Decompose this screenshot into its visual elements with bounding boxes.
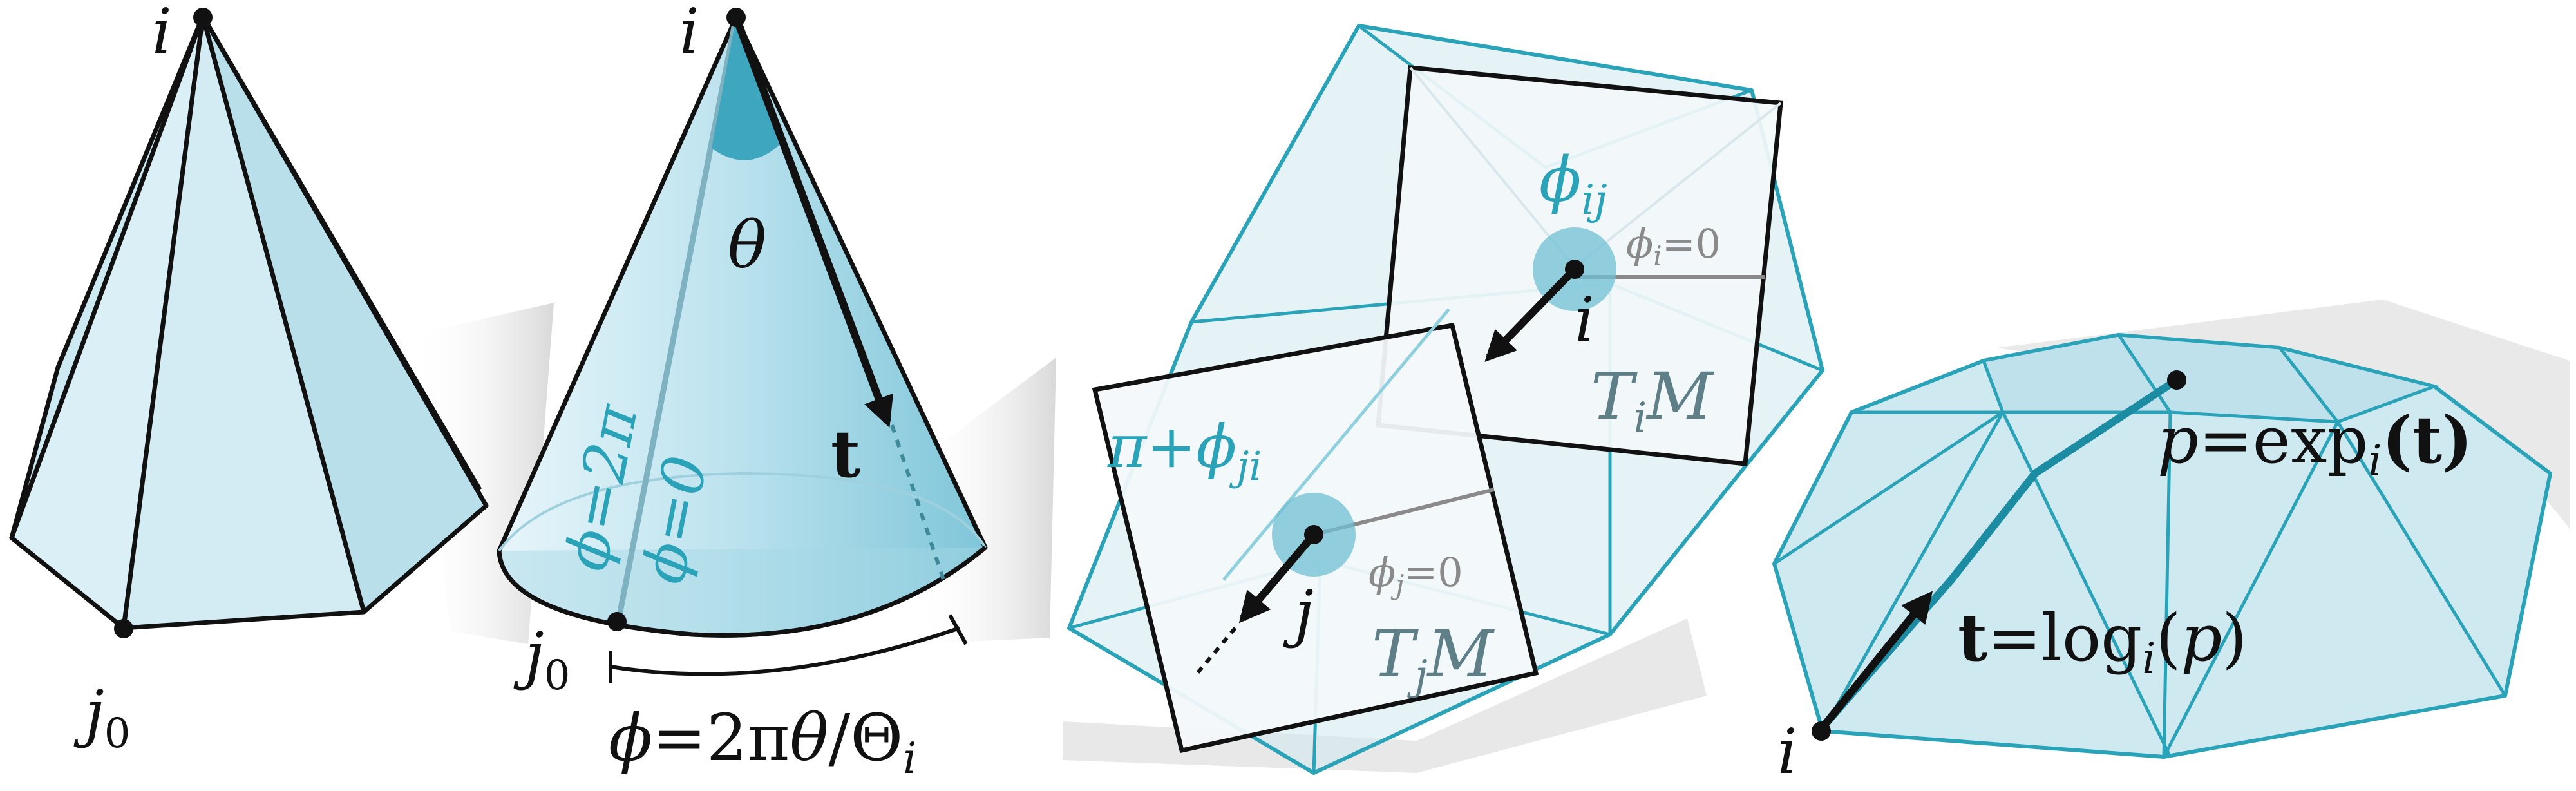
pyramid-back-edge <box>200 15 482 491</box>
cone-angle-label: θ <box>728 207 766 283</box>
cone-panel: i θ t ϕ=2π ϕ=0 j0 ϕ=2πθ/Θi <box>497 0 1056 783</box>
tangent-arrow-tail-dashed <box>1193 627 1237 678</box>
tangent-arrow <box>1238 532 1317 624</box>
pyramid-panel: i j0 <box>9 0 554 758</box>
pyramid-apex-label: i <box>152 0 172 68</box>
vertex-dot <box>1304 525 1323 544</box>
tangent-space-j-label: TjM <box>1372 616 1495 700</box>
vertex-dot <box>114 619 133 638</box>
surface-edge <box>2001 411 2172 758</box>
phi-j-zero-label: ϕj=0 <box>1368 549 1463 600</box>
tangent-plane-i-guide <box>1573 102 1782 269</box>
vertex-dot <box>1812 721 1831 741</box>
surface-edge <box>2162 412 2172 758</box>
mesh-edge-through-plane <box>1222 308 1450 581</box>
cone-formula: ϕ=2πθ/Θi <box>609 700 916 783</box>
vertex-dot <box>193 8 213 27</box>
cone-seam-line <box>615 17 739 622</box>
cone-arc-bracket <box>610 626 960 676</box>
tangent-arrow <box>1484 266 1578 362</box>
surface-edge <box>2278 347 2339 423</box>
vertex-dot <box>1565 260 1584 279</box>
surface-edge <box>2162 421 2340 758</box>
vertex-dot <box>726 8 746 27</box>
surface-edge <box>1821 411 2005 732</box>
tangent-space-i-label: TiM <box>1591 359 1714 442</box>
tangent-planes-panel: ϕij ϕi=0 i TiM π+ϕji ϕj=0 j TjM <box>1063 24 1824 775</box>
tangent-plane-i-vertex-label: i <box>1575 284 1595 356</box>
surface-edge <box>2117 334 2172 414</box>
log-map-label: t=logi(p) <box>1958 600 2247 683</box>
angle-wedge <box>712 17 779 160</box>
vertex-dot <box>2167 370 2186 390</box>
surface-edge <box>2433 385 2552 475</box>
tangent-arrow <box>732 15 894 428</box>
tangent-plane-i-guide <box>1409 66 1576 269</box>
pyramid-base-label: j0 <box>73 677 130 758</box>
cone-arc-tick-right <box>948 614 968 645</box>
exp-map-vertex-label: i <box>1777 716 1797 788</box>
surface-edge <box>2336 421 2507 697</box>
exp-map-panel: p=expi(t) t=logi(p) i <box>1772 300 2570 788</box>
tangent-arrow <box>1818 591 1933 732</box>
exp-map-label: p=expi(t) <box>2157 402 2472 486</box>
pi-plus-phi-ji-label: π+ϕji <box>1107 412 1262 490</box>
vertex-dot <box>607 612 627 631</box>
phi-ij-label: ϕij <box>1539 144 1607 224</box>
cone-base-back-rim <box>498 472 987 552</box>
cone-apex-label: i <box>679 0 699 68</box>
cone-vector-label: t <box>831 416 860 492</box>
cone-tangent-dotted <box>890 424 945 580</box>
phi-i-zero-label: ϕi=0 <box>1626 220 1721 272</box>
